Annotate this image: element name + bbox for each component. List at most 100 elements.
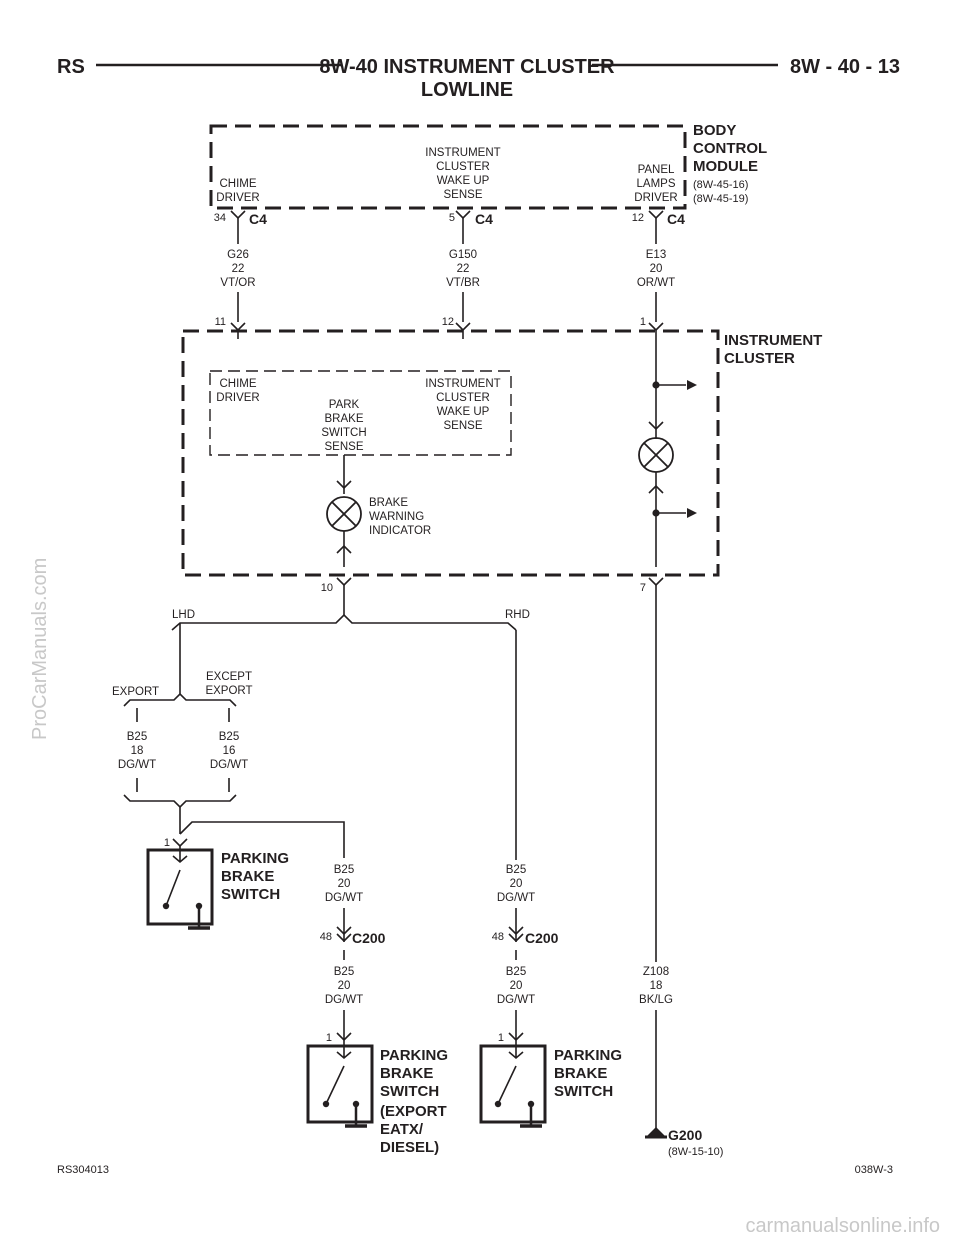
lhd-switch-name-2: BRAKE (221, 868, 274, 885)
wire-g150-color: VT/BR (446, 277, 480, 289)
wire-z108-gauge: 18 (650, 980, 663, 992)
wire-left-lower-gauge: 20 (338, 980, 351, 992)
wire-e13-gauge: 20 (650, 263, 663, 275)
wire-z108-circuit: Z108 (643, 966, 669, 978)
cluster-pin-10: 10 (321, 582, 333, 594)
footer-left-code: RS304013 (57, 1164, 109, 1176)
wire-g26-color: VT/OR (220, 277, 255, 289)
export-switch-name-3: SWITCH (380, 1083, 439, 1100)
export-label: EXPORT (112, 686, 159, 698)
wire-e13-color: OR/WT (637, 277, 675, 289)
cluster-pin-11: 11 (215, 316, 226, 328)
bcm-wakeup-2: CLUSTER (436, 161, 490, 173)
cluster-pin-1: 1 (640, 316, 646, 328)
bcm-pin-12: 12 (632, 212, 644, 224)
bcm-ref-1: (8W-45-16) (693, 179, 748, 191)
body-control-module: BODY CONTROL MODULE (8W-45-16) (8W-45-19… (209, 122, 767, 210)
export-switch-name-4: (EXPORT (380, 1103, 447, 1120)
export-switch-pin: 1 (326, 1032, 332, 1044)
bcm-pin-34: 34 (214, 212, 226, 224)
wire-right-upper-gauge: 20 (510, 878, 523, 890)
lhd-switch-name-1: PARKING (221, 850, 289, 867)
except-export-2: EXPORT (205, 685, 252, 697)
export-switch-name-5: EATX/ (380, 1121, 424, 1138)
ground-circuit: Z108 18 BK/LG G200 (8W-15-10) (639, 585, 723, 1158)
bcm-name-3: MODULE (693, 158, 758, 175)
wire-g150-circuit: G150 (449, 249, 477, 261)
cluster-wakeup-2: CLUSTER (436, 392, 490, 404)
bcm-panel-lamps-3: DRIVER (634, 192, 677, 204)
bcm-connectors: 34 C4 5 C4 12 C4 (214, 210, 685, 227)
cluster-pin-7: 7 (640, 582, 646, 594)
c4-connector-1: C4 (249, 211, 267, 227)
cluster-pin-12: 12 (442, 316, 454, 328)
wire-left-lower-color: DG/WT (325, 994, 363, 1006)
lhd-label: LHD (172, 609, 195, 621)
top-wires: G26 22 VT/OR G150 22 VT/BR E13 20 OR/WT … (215, 218, 675, 339)
ground-ref: (8W-15-10) (668, 1146, 723, 1158)
wire-left-upper-gauge: 20 (338, 878, 351, 890)
instrument-cluster: INSTRUMENT CLUSTER CHIME DRIVER PARK BRA… (181, 329, 822, 577)
header-title: 8W-40 INSTRUMENT CLUSTER (319, 56, 615, 78)
wire-e13-circuit: E13 (646, 249, 666, 261)
wire-b25-16-color: DG/WT (210, 759, 248, 771)
except-export-1: EXCEPT (206, 671, 252, 683)
c200-left: B25 20 DG/WT 48 C200 B25 20 DG/WT (320, 864, 386, 1040)
export-switch-name-6: DIESEL) (380, 1139, 439, 1156)
feed-arrow-icon (687, 380, 697, 390)
cluster-chime-driver-2: DRIVER (216, 392, 259, 404)
park-brake-sense-1: PARK (329, 399, 360, 411)
export-parking-brake-switch: 1 PARKING BRAKE SWITCH (EXPORT EATX/ DIE… (306, 1032, 448, 1156)
export-switch-name-1: PARKING (380, 1047, 448, 1064)
bcm-panel-lamps-1: PANEL (638, 164, 675, 176)
cluster-wakeup-3: WAKE UP (437, 406, 490, 418)
rhd-switch-name-1: PARKING (554, 1047, 622, 1064)
rhd-label: RHD (505, 609, 530, 621)
lhd-switch-pin: 1 (164, 837, 170, 849)
wire-b25-18-gauge: 18 (131, 745, 144, 757)
c4-connector-3: C4 (667, 211, 685, 227)
header-section: RS (57, 56, 85, 78)
header-subtitle: LOWLINE (421, 79, 513, 101)
lhd-rhd-split: LHD RHD EXPORT EXCEPT EXPORT B25 18 DG/W… (112, 585, 530, 860)
bcm-name-2: CONTROL (693, 140, 767, 157)
c200-left-connector: C200 (352, 930, 386, 946)
c200-right-pin: 48 (492, 931, 504, 943)
lhd-parking-brake-switch: 1 PARKING BRAKE SWITCH (146, 821, 345, 930)
bcm-chime-driver-1: CHIME (219, 178, 256, 190)
wire-z108-color: BK/LG (639, 994, 673, 1006)
rhd-switch-name-3: SWITCH (554, 1083, 613, 1100)
brake-indicator-3: INDICATOR (369, 525, 431, 537)
wire-b25-18-color: DG/WT (118, 759, 156, 771)
wire-left-upper-circuit: B25 (334, 864, 354, 876)
bcm-pin-5: 5 (449, 212, 455, 224)
rhd-switch-name-2: BRAKE (554, 1065, 607, 1082)
cluster-name-1: INSTRUMENT (724, 332, 822, 349)
wire-g150-gauge: 22 (457, 263, 470, 275)
cluster-name-2: CLUSTER (724, 350, 795, 367)
brake-indicator-1: BRAKE (369, 497, 408, 509)
side-watermark: ProCarManuals.com (29, 558, 51, 740)
header-page-number: 8W - 40 - 13 (790, 56, 900, 78)
cluster-wakeup-1: INSTRUMENT (425, 378, 500, 390)
wire-right-lower-circuit: B25 (506, 966, 526, 978)
wire-b25-16-gauge: 16 (223, 745, 236, 757)
ground-g200: G200 (668, 1127, 702, 1143)
footer-right-code: 038W-3 (855, 1164, 893, 1176)
c200-right: B25 20 DG/WT 48 C200 B25 20 DG/WT (492, 864, 559, 1040)
cluster-wakeup-4: SENSE (444, 420, 483, 432)
wire-b25-16-circuit: B25 (219, 731, 239, 743)
bottom-watermark: carmanualsonline.info (745, 1215, 940, 1237)
bcm-chime-driver-2: DRIVER (216, 192, 259, 204)
c200-left-pin: 48 (320, 931, 332, 943)
wire-right-upper-color: DG/WT (497, 892, 535, 904)
park-brake-sense-4: SENSE (325, 441, 364, 453)
c200-right-connector: C200 (525, 930, 559, 946)
lhd-switch-name-3: SWITCH (221, 886, 280, 903)
export-switch-name-2: BRAKE (380, 1065, 433, 1082)
park-brake-sense-2: BRAKE (325, 413, 364, 425)
wire-left-upper-color: DG/WT (325, 892, 363, 904)
wire-g26-circuit: G26 (227, 249, 249, 261)
rhd-switch-pin: 1 (498, 1032, 504, 1044)
